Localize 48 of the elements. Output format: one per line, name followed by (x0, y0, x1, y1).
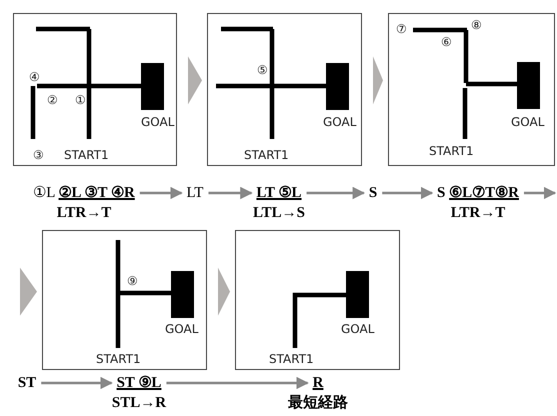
arrow (41, 376, 113, 390)
step-number: ⑦ (396, 22, 407, 36)
step-number: ⑤ (257, 63, 268, 77)
start-label: START1 (429, 144, 474, 158)
rule-text: LTL→S (253, 204, 305, 223)
chevron-arrow (218, 268, 230, 316)
start-label: START1 (269, 352, 314, 366)
goal-label: GOAL (511, 115, 544, 129)
goal-label: GOAL (141, 115, 174, 129)
rule-text: LTR→T (450, 204, 506, 223)
goal-label: GOAL (323, 115, 356, 129)
step-number: ③ (33, 148, 44, 162)
step-number: ① (75, 93, 86, 107)
sequence-text: ①L ②L ③T ④R (33, 184, 135, 203)
maze-panel (388, 13, 555, 166)
chevron-arrow (373, 56, 383, 104)
arrow (306, 186, 366, 200)
sequence-text: ST ⑨L (116, 374, 162, 393)
sequence-text: LT (186, 184, 204, 203)
maze-panel (235, 230, 400, 370)
step-number: ② (47, 93, 58, 107)
start-label: START1 (64, 148, 109, 162)
chevron-arrow (188, 56, 202, 104)
arrow (208, 186, 253, 200)
maze-panel (207, 13, 362, 166)
goal-label: GOAL (341, 322, 374, 336)
start-label: START1 (244, 148, 289, 162)
arrow (166, 376, 309, 390)
sequence-text: R (312, 374, 324, 393)
step-number: ⑧ (471, 18, 482, 32)
goal-label: GOAL (165, 322, 198, 336)
arrow (524, 186, 556, 200)
sequence-text: S (368, 184, 378, 203)
rule-text: STL→R (112, 394, 166, 413)
maze-panel (13, 13, 177, 166)
sequence-text: S ⑥L⑦T⑧R (437, 184, 519, 203)
arrow (140, 186, 183, 200)
start-label: START1 (96, 352, 141, 366)
step-number: ⑨ (127, 274, 138, 288)
chevron-arrow (20, 268, 37, 316)
rule-text: LTR→T (56, 204, 112, 223)
maze-panel (42, 230, 207, 370)
arrow (382, 186, 434, 200)
rule-text: 最短経路 (288, 394, 348, 413)
step-number: ⑥ (441, 35, 452, 49)
sequence-text: LT ⑤L (256, 184, 302, 203)
step-number: ④ (29, 70, 40, 84)
sequence-text: ST (18, 374, 36, 393)
